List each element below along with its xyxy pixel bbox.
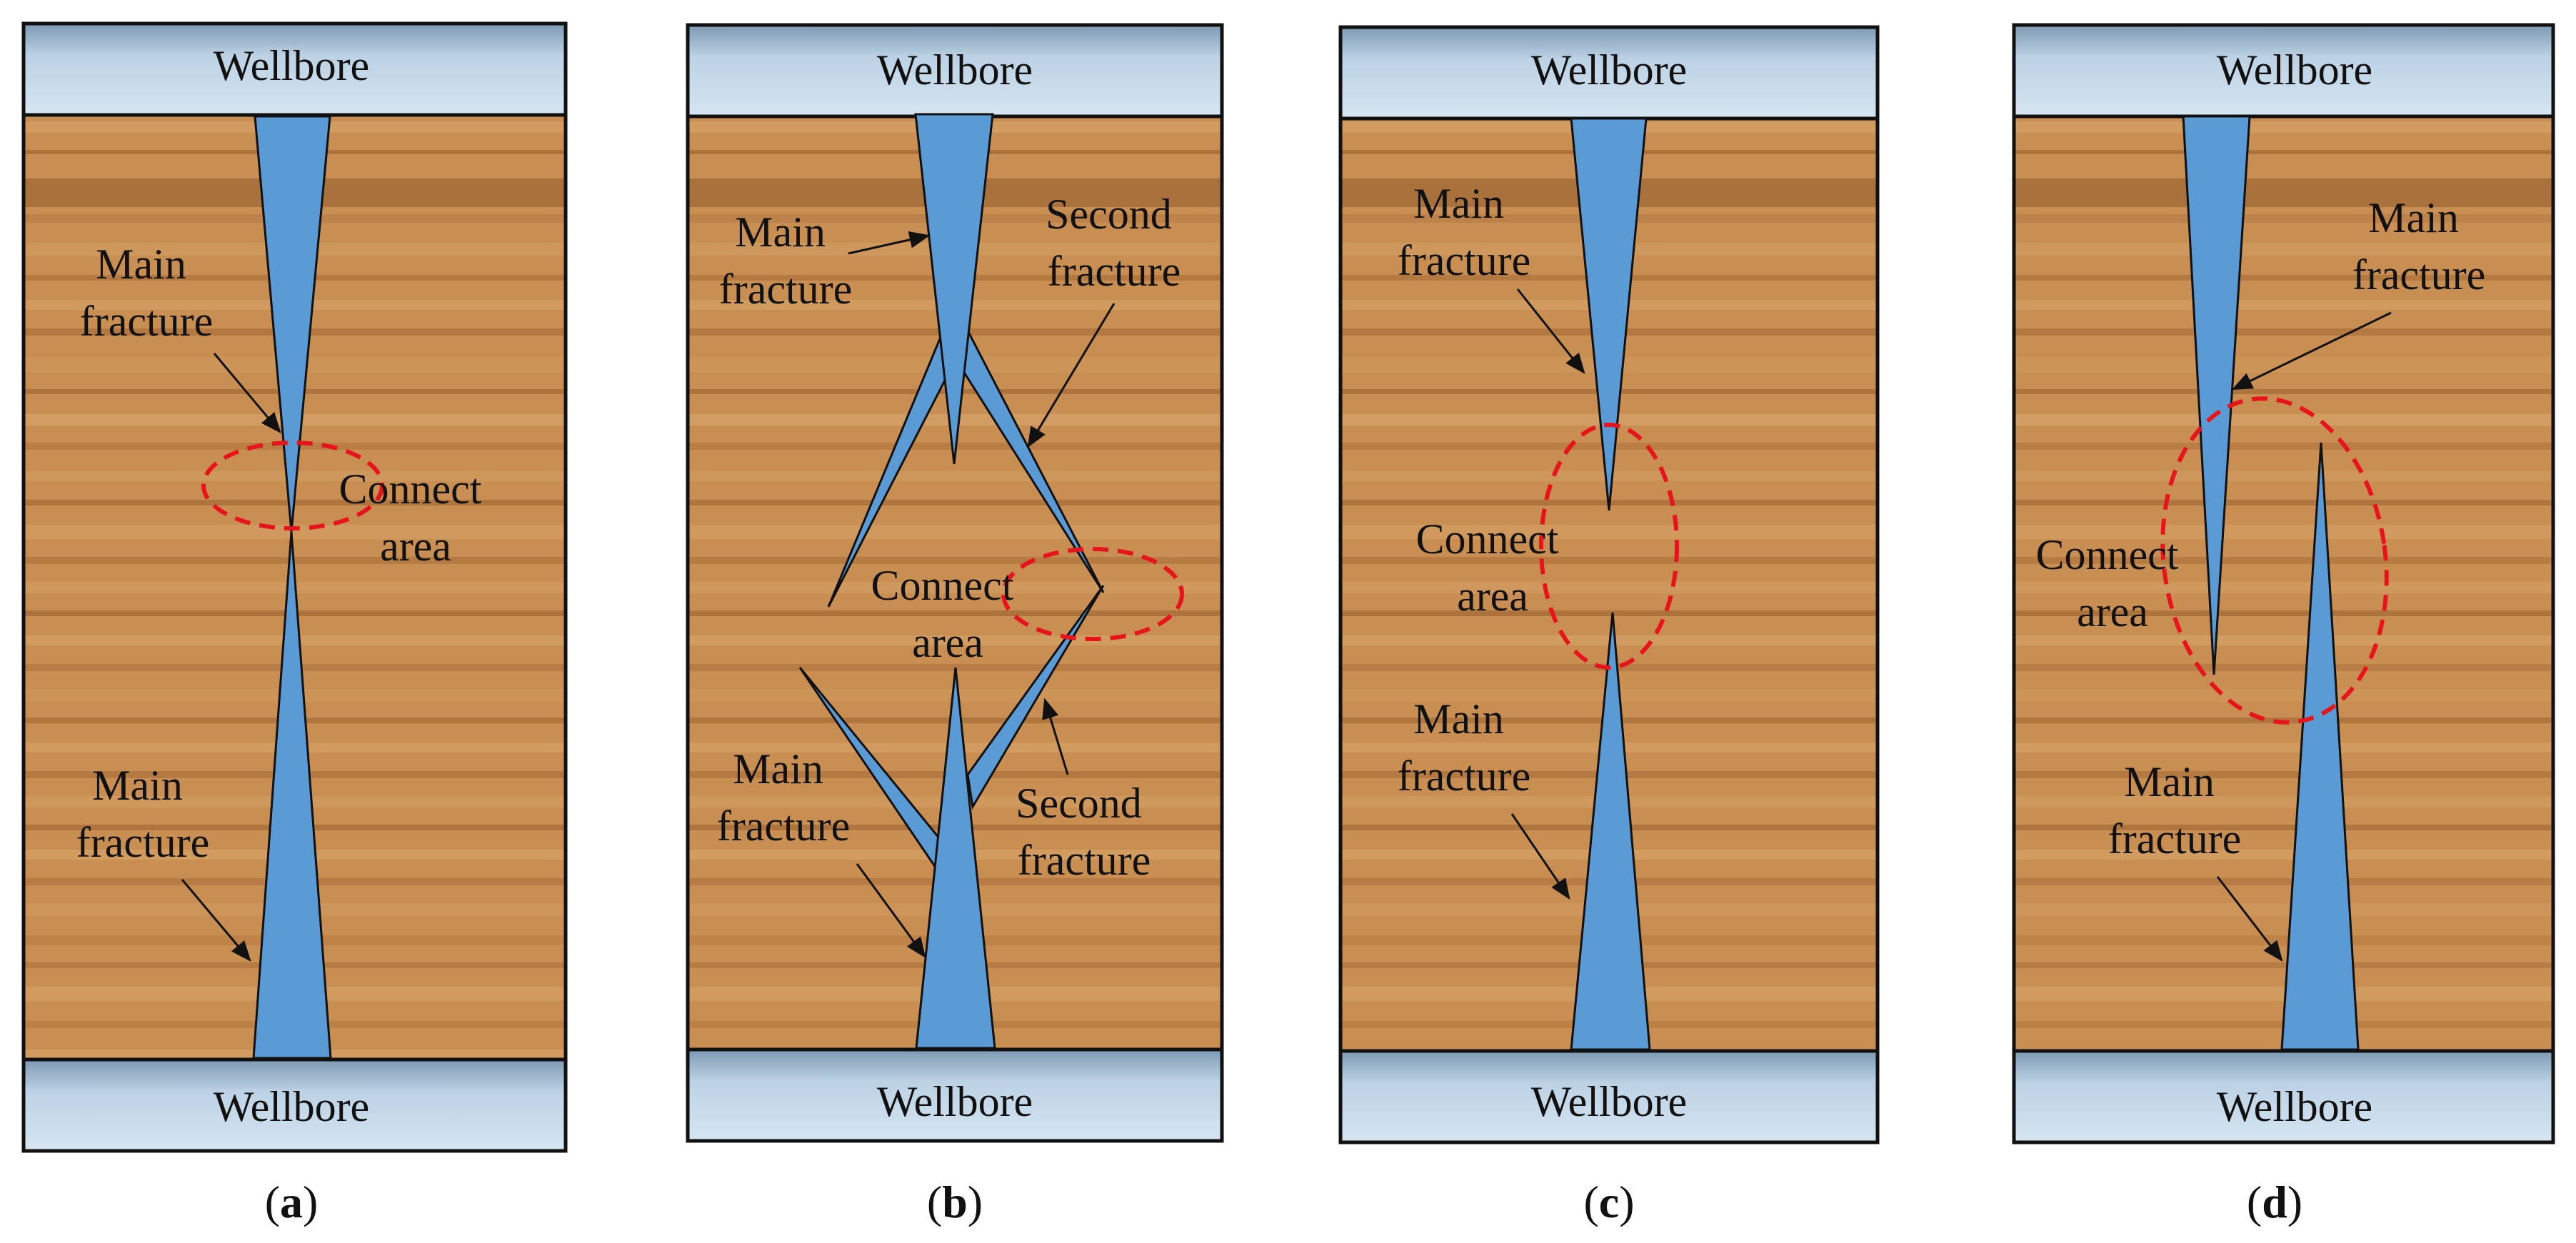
caption-c: (c) xyxy=(1583,1177,1634,1227)
wellbore-top xyxy=(2012,23,2555,119)
connect-area-circle xyxy=(1539,423,1679,670)
wellbore-bottom-label: Wellbore xyxy=(2217,1083,2372,1130)
connect-area-label: Connect area xyxy=(339,466,493,570)
panel-b: Wellbore Wellbore Main fracture Second f… xyxy=(686,23,1224,1227)
rock-formation xyxy=(2012,23,2555,1144)
caption-b: (b) xyxy=(927,1177,983,1227)
second-fracture-lower-right xyxy=(966,585,1105,810)
wellbore-bottom-label: Wellbore xyxy=(214,1083,369,1130)
connect-area-circle xyxy=(2160,396,2389,725)
second-fracture-top-arrow xyxy=(1027,303,1116,448)
main-fracture-bottom-arrow xyxy=(181,879,251,962)
main-fracture-bottom-label: Main fracture xyxy=(2108,758,2242,862)
main-fracture-bottom-label: Main fracture xyxy=(717,745,851,850)
main-fracture-bottom-arrow xyxy=(1510,813,1570,900)
main-fracture-top-arrow xyxy=(1516,288,1585,374)
wellbore-top-label: Wellbore xyxy=(1531,46,1687,94)
panel-d: Wellbore Wellbore Main fracture Connect … xyxy=(2012,23,2555,1227)
main-fracture-top-arrow xyxy=(848,231,931,255)
second-fracture-top-label: Second fracture xyxy=(1046,191,1183,295)
connect-area-circle xyxy=(1001,547,1184,641)
panel-a: Wellbore Wellbore Main fracture Connect … xyxy=(21,21,568,1227)
main-fracture-bottom-label: Main fracture xyxy=(1398,695,1531,800)
main-fracture-top xyxy=(2182,115,2251,675)
main-fracture-bottom-label: Main fracture xyxy=(76,762,210,866)
wellbore-top xyxy=(686,23,1224,119)
main-fracture-top xyxy=(914,113,994,465)
connect-area-circle xyxy=(201,441,384,530)
main-fracture-top-label: Main fracture xyxy=(2352,194,2486,298)
main-fracture-top xyxy=(1570,117,1648,511)
main-fracture-bottom xyxy=(252,531,332,1060)
connect-area-label: Connect area xyxy=(2036,531,2190,635)
second-fracture-bottom-label: Second fracture xyxy=(1016,780,1153,884)
wellbore-bottom xyxy=(2012,1049,2555,1144)
wellbore-top xyxy=(1338,25,1880,121)
wellbore-top-label: Wellbore xyxy=(2217,46,2372,94)
second-fracture-bottom-arrow xyxy=(1042,698,1069,775)
main-fracture-bottom xyxy=(2280,442,2360,1051)
wellbore-top-label: Wellbore xyxy=(214,42,369,89)
wellbore-top-label: Wellbore xyxy=(877,46,1033,94)
connect-area-label: Connect area xyxy=(1416,515,1570,620)
panel-c: Wellbore Wellbore Main fracture Connect … xyxy=(1338,25,1880,1227)
main-fracture-top-label: Main fracture xyxy=(80,241,214,345)
main-fracture-top-label: Main fracture xyxy=(1398,180,1531,284)
main-fracture-top-arrow xyxy=(213,353,281,433)
main-fracture-bottom-arrow xyxy=(856,863,926,958)
main-fracture-top-arrow xyxy=(2231,311,2392,391)
caption-a: (a) xyxy=(265,1177,319,1227)
main-fracture-bottom xyxy=(1570,612,1651,1051)
main-fracture-bottom-arrow xyxy=(2216,876,2283,962)
connect-area-label: Connect area xyxy=(871,562,1025,666)
caption-d: (d) xyxy=(2247,1177,2302,1227)
main-fracture-top xyxy=(254,115,331,533)
wellbore-top xyxy=(21,21,568,117)
main-fracture-bottom xyxy=(915,667,996,1050)
wellbore-bottom-label: Wellbore xyxy=(1531,1078,1687,1125)
wellbore-bottom-label: Wellbore xyxy=(877,1078,1033,1125)
wellbore-bottom xyxy=(686,1047,1224,1143)
wellbore-bottom xyxy=(21,1057,568,1153)
main-fracture-top-label: Main fracture xyxy=(719,208,853,313)
wellbore-bottom xyxy=(1338,1049,1880,1144)
